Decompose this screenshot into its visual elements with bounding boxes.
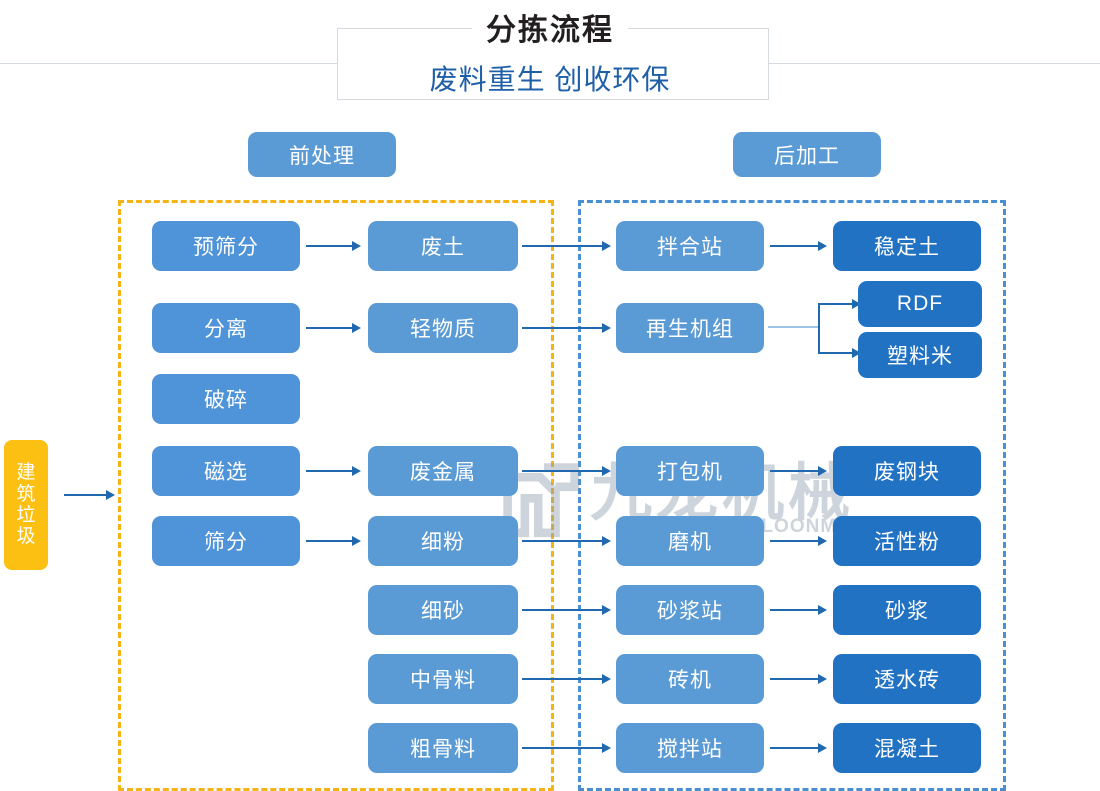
node-label: 磨机 <box>668 531 712 554</box>
title-rule-left <box>0 63 337 64</box>
connector-mixing-to-stabilizedsoil <box>770 241 832 251</box>
section-header-post[interactable]: 后加工 <box>733 132 881 177</box>
node-material-fine-powder[interactable]: 细粉 <box>368 516 518 566</box>
node-product-concrete[interactable]: 混凝土 <box>833 723 981 773</box>
node-label: 预筛分 <box>193 236 259 259</box>
connector-separation-to-lightmatter <box>306 323 366 333</box>
node-label: 砖机 <box>668 669 712 692</box>
input-char-3: 圾 <box>16 526 37 548</box>
node-product-rdf[interactable]: RDF <box>858 281 982 327</box>
node-stage-magnetic-separation[interactable]: 磁选 <box>152 446 300 496</box>
connector-finepowder-to-grinder <box>522 536 616 546</box>
node-label: 废土 <box>421 236 465 259</box>
page-subtitle-text: 废料重生 创收环保 <box>415 66 685 94</box>
node-stage-crushing[interactable]: 破碎 <box>152 374 300 424</box>
node-label: 细砂 <box>421 600 465 623</box>
connector-recyclingunit-branch <box>768 296 864 360</box>
node-material-coarse-aggregate[interactable]: 粗骨料 <box>368 723 518 773</box>
node-label: 废金属 <box>410 461 476 484</box>
node-material-medium-aggregate[interactable]: 中骨料 <box>368 654 518 704</box>
node-label: 透水砖 <box>874 669 940 692</box>
title-rule-right <box>769 63 1100 64</box>
connector-magnetic-to-scrapmetal <box>306 466 366 476</box>
page-subtitle: 废料重生 创收环保 <box>0 66 1100 94</box>
node-label: 中骨料 <box>410 669 476 692</box>
node-machine-mortar-station[interactable]: 砂浆站 <box>616 585 764 635</box>
node-machine-recycling-unit[interactable]: 再生机组 <box>616 303 764 353</box>
group-frame-pre <box>118 200 554 791</box>
page-title-text: 分拣流程 <box>472 16 628 46</box>
node-label: 再生机组 <box>646 318 734 341</box>
section-header-post-label: 后加工 <box>774 144 840 168</box>
node-product-plastic-pellets[interactable]: 塑料米 <box>858 332 982 378</box>
node-machine-mixing-station[interactable]: 拌合站 <box>616 221 764 271</box>
node-material-light-matter[interactable]: 轻物质 <box>368 303 518 353</box>
node-label: 拌合站 <box>657 236 723 259</box>
connector-baler-to-scrapsteel <box>770 466 832 476</box>
node-label: 破碎 <box>204 389 248 412</box>
connector-sieving-to-finepowder <box>306 536 366 546</box>
connector-finesand-to-mortarstation <box>522 605 616 615</box>
connector-batchingplant-to-concrete <box>770 743 832 753</box>
node-label: 筛分 <box>204 531 248 554</box>
node-product-permeable-brick[interactable]: 透水砖 <box>833 654 981 704</box>
node-label: 混凝土 <box>874 738 940 761</box>
node-label: 塑料米 <box>887 345 953 368</box>
node-label: 粗骨料 <box>410 738 476 761</box>
connector-brickmachine-to-permeablebrick <box>770 674 832 684</box>
node-material-fine-sand[interactable]: 细砂 <box>368 585 518 635</box>
section-header-pre-label: 前处理 <box>289 144 355 168</box>
node-stage-sieving[interactable]: 筛分 <box>152 516 300 566</box>
node-machine-grinder[interactable]: 磨机 <box>616 516 764 566</box>
section-header-pre[interactable]: 前处理 <box>248 132 396 177</box>
node-machine-baler[interactable]: 打包机 <box>616 446 764 496</box>
connector-mortarstation-to-mortar <box>770 605 832 615</box>
input-char-0: 建 <box>16 462 37 484</box>
node-product-stabilized-soil[interactable]: 稳定土 <box>833 221 981 271</box>
connector-input-to-pre <box>64 490 122 500</box>
node-label: 搅拌站 <box>657 738 723 761</box>
node-stage-pre-screening[interactable]: 预筛分 <box>152 221 300 271</box>
node-label: 磁选 <box>204 461 248 484</box>
input-construction-waste[interactable]: 建 筑 垃 圾 <box>4 440 48 570</box>
connector-grinder-to-activepowder <box>770 536 832 546</box>
node-label: 轻物质 <box>410 318 476 341</box>
group-frame-post <box>578 200 1006 791</box>
node-product-active-powder[interactable]: 活性粉 <box>833 516 981 566</box>
node-stage-separation[interactable]: 分离 <box>152 303 300 353</box>
node-label: 砂浆站 <box>657 600 723 623</box>
node-material-scrap-metal[interactable]: 废金属 <box>368 446 518 496</box>
node-material-waste-soil[interactable]: 废土 <box>368 221 518 271</box>
node-label: RDF <box>896 292 944 315</box>
connector-coarseaggregate-to-batchingplant <box>522 743 616 753</box>
connector-prescreen-to-wastesoil <box>306 241 366 251</box>
connector-wastesoil-to-mixing <box>522 241 616 251</box>
connector-lightmatter-to-recyclingunit <box>522 323 616 333</box>
node-label: 砂浆 <box>885 600 929 623</box>
node-label: 废钢块 <box>874 461 940 484</box>
connector-mediumaggregate-to-brickmachine <box>522 674 616 684</box>
input-char-2: 垃 <box>16 505 37 526</box>
node-product-scrap-steel[interactable]: 废钢块 <box>833 446 981 496</box>
node-label: 细粉 <box>421 531 465 554</box>
node-label: 稳定土 <box>874 236 940 259</box>
node-product-mortar[interactable]: 砂浆 <box>833 585 981 635</box>
page-title: 分拣流程 <box>0 16 1100 46</box>
node-label: 打包机 <box>657 461 723 484</box>
connector-scrapmetal-to-baler <box>522 466 616 476</box>
node-label: 分离 <box>204 318 248 341</box>
node-machine-batching-plant[interactable]: 搅拌站 <box>616 723 764 773</box>
input-char-1: 筑 <box>16 483 37 505</box>
node-machine-brick-machine[interactable]: 砖机 <box>616 654 764 704</box>
node-label: 活性粉 <box>874 531 940 554</box>
